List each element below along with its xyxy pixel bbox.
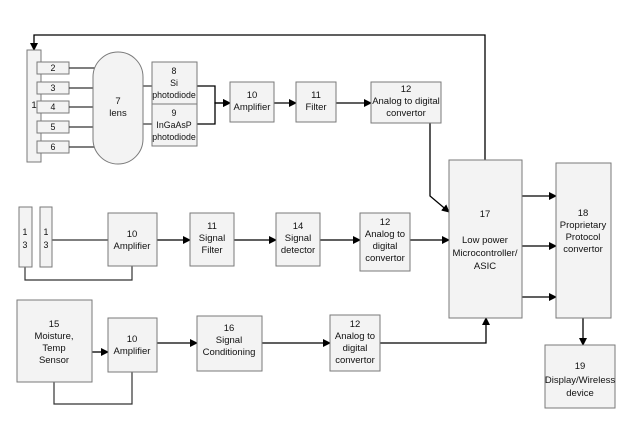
block-3: 3 <box>36 81 70 95</box>
svg-text:5: 5 <box>51 122 56 132</box>
svg-text:Display/Wireless: Display/Wireless <box>545 375 615 386</box>
svg-text:12: 12 <box>401 84 412 95</box>
svg-text:3: 3 <box>44 240 49 250</box>
filter-top-block: 11 Filter <box>295 81 337 123</box>
svg-text:3: 3 <box>51 83 56 93</box>
lens-block: 7 lens <box>92 51 144 165</box>
svg-text:Low power: Low power <box>462 235 508 246</box>
svg-text:Sensor: Sensor <box>39 355 69 366</box>
svg-text:Si: Si <box>170 78 178 88</box>
svg-text:Conditioning: Conditioning <box>203 347 256 358</box>
svg-text:Signal: Signal <box>199 233 225 244</box>
svg-text:11: 11 <box>207 221 217 232</box>
connectors <box>24 34 587 405</box>
svg-text:Filter: Filter <box>201 245 222 256</box>
amplifier-middle-block: 10 Amplifier <box>107 212 158 267</box>
svg-text:Moisture,: Moisture, <box>34 331 73 342</box>
svg-text:12: 12 <box>350 319 361 330</box>
svg-text:photodiode: photodiode <box>152 90 196 100</box>
adc-top-block: 12 Analog to digital convertor <box>370 81 442 124</box>
adc-bottom-block: 12 Analog to digital convertor <box>329 314 381 372</box>
svg-text:12: 12 <box>380 217 391 228</box>
svg-text:convertor: convertor <box>386 108 426 119</box>
svg-text:15: 15 <box>49 319 60 330</box>
display-wireless-device-block: 19 Display/Wireless device <box>544 344 616 409</box>
svg-text:7: 7 <box>115 96 120 107</box>
svg-text:1: 1 <box>23 227 28 237</box>
svg-text:Analog to: Analog to <box>335 331 375 342</box>
svg-text:Signal: Signal <box>216 335 242 346</box>
moisture-temp-sensor-block: 15 Moisture, Temp Sensor <box>16 299 93 383</box>
svg-text:6: 6 <box>51 142 56 152</box>
block-4: 4 <box>36 100 70 114</box>
amplifier-bottom-block: 10 Amplifier <box>107 317 158 373</box>
svg-text:17: 17 <box>480 209 491 220</box>
block-2: 2 <box>36 61 70 75</box>
svg-text:3: 3 <box>23 240 28 250</box>
svg-text:4: 4 <box>51 102 56 112</box>
svg-text:InGaAsP: InGaAsP <box>156 120 191 130</box>
svg-text:Amplifier: Amplifier <box>114 241 151 252</box>
svg-text:Proprietary: Proprietary <box>560 220 607 231</box>
svg-text:Protocol: Protocol <box>566 232 601 243</box>
ingaasp-photodiode-block: 9 InGaAsP photodiode <box>151 103 198 147</box>
svg-text:Microcontroller/: Microcontroller/ <box>453 248 518 259</box>
amplifier-top-block: 10 Amplifier <box>229 81 275 123</box>
microcontroller-asic-block: 17 Low power Microcontroller/ ASIC <box>448 159 523 319</box>
adc-middle-block: 12 Analog to digital convertor <box>359 212 411 272</box>
svg-text:ASIC: ASIC <box>474 261 496 272</box>
svg-text:10: 10 <box>247 90 258 101</box>
si-photodiode-block: 8 Si photodiode <box>151 61 198 105</box>
svg-text:device: device <box>566 388 593 399</box>
proprietary-protocol-convertor-block: 18 Proprietary Protocol convertor <box>555 162 612 319</box>
svg-text:detector: detector <box>281 245 315 256</box>
svg-text:convertor: convertor <box>563 244 603 255</box>
svg-text:digital: digital <box>343 343 368 354</box>
signal-conditioning-block: 16 Signal Conditioning <box>196 315 263 372</box>
svg-text:1: 1 <box>44 227 49 237</box>
block-13-b: 1 3 <box>39 206 53 268</box>
fiber-lines <box>69 67 97 148</box>
svg-text:16: 16 <box>224 323 235 334</box>
block-13-a: 1 3 <box>18 206 33 268</box>
block-5: 5 <box>36 120 70 134</box>
block-6: 6 <box>36 140 70 154</box>
svg-text:Temp: Temp <box>42 343 65 354</box>
svg-text:photodiode: photodiode <box>152 132 196 142</box>
svg-text:10: 10 <box>127 334 138 345</box>
svg-text:9: 9 <box>172 108 177 118</box>
svg-text:2: 2 <box>51 63 56 73</box>
signal-filter-block: 11 Signal Filter <box>189 212 235 267</box>
svg-text:convertor: convertor <box>335 355 375 366</box>
svg-text:Amplifier: Amplifier <box>114 346 151 357</box>
svg-text:digital: digital <box>373 241 398 252</box>
svg-text:1: 1 <box>31 100 36 111</box>
svg-text:11: 11 <box>311 90 321 101</box>
svg-text:19: 19 <box>575 361 586 372</box>
svg-text:10: 10 <box>127 229 138 240</box>
svg-text:Signal: Signal <box>285 233 311 244</box>
svg-text:Filter: Filter <box>305 102 326 113</box>
svg-text:8: 8 <box>172 66 177 76</box>
svg-text:Analog to: Analog to <box>365 229 405 240</box>
svg-text:14: 14 <box>293 221 304 232</box>
svg-text:lens: lens <box>109 108 127 119</box>
svg-text:Amplifier: Amplifier <box>234 102 271 113</box>
svg-text:Analog to digital: Analog to digital <box>372 96 440 107</box>
svg-text:18: 18 <box>578 208 589 219</box>
svg-text:convertor: convertor <box>365 253 405 264</box>
signal-detector-block: 14 Signal detector <box>275 212 321 267</box>
